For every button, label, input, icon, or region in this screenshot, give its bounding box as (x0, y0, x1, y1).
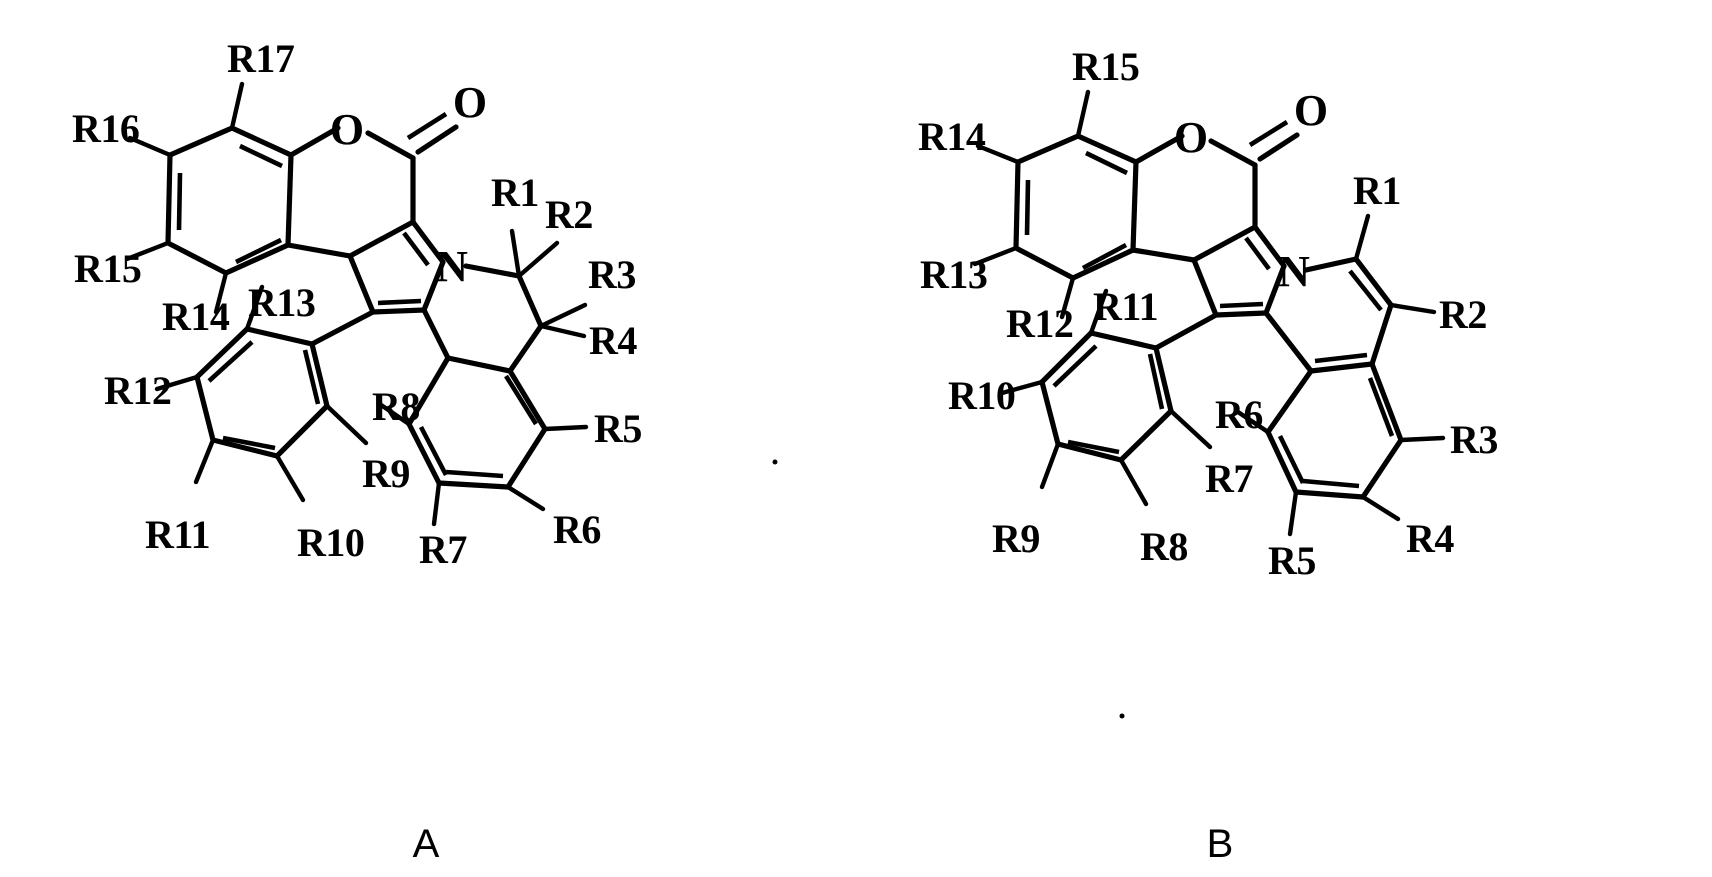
structure-b-pyranone-ring (1130, 120, 1300, 263)
structure-a-label-r14: R14 (162, 294, 230, 339)
structure-a-pyranone-ring (285, 112, 459, 259)
structure-a-label-r6: R6 (553, 507, 601, 552)
structure-b-pyridinium-ring (1263, 256, 1394, 374)
structure-a-substituent-bonds (124, 81, 589, 527)
structure-a-label-r17: R17 (227, 36, 295, 81)
structure-b-label-r10: R10 (948, 373, 1015, 418)
structure-a-bottom-left-aryl-ring (194, 309, 376, 459)
structure-b-ring-nitrogen-label: N (1278, 247, 1310, 296)
structure-b-label-r6: R6 (1215, 392, 1263, 437)
structure-a-label-r1: R1 (491, 170, 539, 215)
scan-speck (772, 459, 778, 465)
structure-a-label-r2: R2 (545, 192, 593, 237)
structure-a-label-r11: R11 (145, 512, 210, 557)
structure-a-label-r13: R13 (248, 280, 315, 325)
structure-b-ring-oxygen-label: O (1174, 113, 1208, 162)
structure-b-carbonyl-oxygen-label: O (1294, 86, 1328, 135)
structure-b-label-r1: R1 (1353, 168, 1401, 213)
structure-b-label-r5: R5 (1268, 538, 1316, 583)
structure-a-ring-oxygen-label: O (330, 105, 364, 154)
structure-a-bottom-right-aryl-ring (406, 355, 548, 490)
structure-a-label-r4: R4 (589, 318, 637, 363)
structure-a: O O N R17 R16 R15 R14 R13 R12 R11 R10 R9… (72, 36, 778, 866)
structure-a-label-r3: R3 (588, 252, 636, 297)
structure-a-label-r7: R7 (419, 527, 467, 572)
structure-a-label-r5: R5 (594, 406, 642, 451)
structure-b-label-r12: R12 (1006, 301, 1073, 346)
structure-b-label-r3: R3 (1450, 417, 1498, 462)
structure-a-label-r15: R15 (74, 246, 141, 291)
structure-a-benzo-ring (165, 125, 294, 276)
structure-b-label-r4: R4 (1406, 516, 1454, 561)
structure-b-label-r11: R11 (1093, 284, 1158, 329)
structure-b-label-r7: R7 (1205, 456, 1253, 501)
structure-a-label-r10: R10 (297, 520, 364, 565)
structure-a-pyrrole-ring (347, 219, 446, 315)
structure-a-label-r9: R9 (362, 451, 410, 496)
structure-a-label-r12: R12 (104, 368, 171, 413)
structure-b-label-r15: R15 (1072, 44, 1139, 89)
structure-a-ring-nitrogen-label: N (436, 242, 468, 291)
structure-b-label-r9: R9 (992, 516, 1040, 561)
structure-b-bottom-left-aryl-ring (1039, 312, 1219, 463)
structure-b: O O N R15 R14 R13 R12 R11 R10 R9 R8 R7 R… (918, 44, 1498, 866)
structure-b-label-r13: R13 (920, 252, 987, 297)
structure-b-label-r14: R14 (918, 114, 986, 159)
structure-b-substituent-bonds (972, 89, 1446, 537)
structure-b-benzo-ring (1013, 133, 1139, 281)
structure-b-pyrrole-ring (1191, 224, 1287, 318)
structure-b-label-r2: R2 (1439, 292, 1487, 337)
structure-a-carbonyl-oxygen-label: O (453, 78, 487, 127)
structure-a-caption: A (413, 822, 440, 866)
structure-b-label-r8: R8 (1140, 524, 1188, 569)
scan-speck (1119, 713, 1125, 719)
structure-a-label-r8: R8 (372, 384, 420, 429)
structure-b-bottom-right-aryl-ring (1265, 361, 1404, 500)
structure-b-caption: B (1207, 822, 1234, 866)
structure-a-label-r16: R16 (72, 106, 139, 151)
structure-a-piperidine-ring (421, 263, 544, 374)
